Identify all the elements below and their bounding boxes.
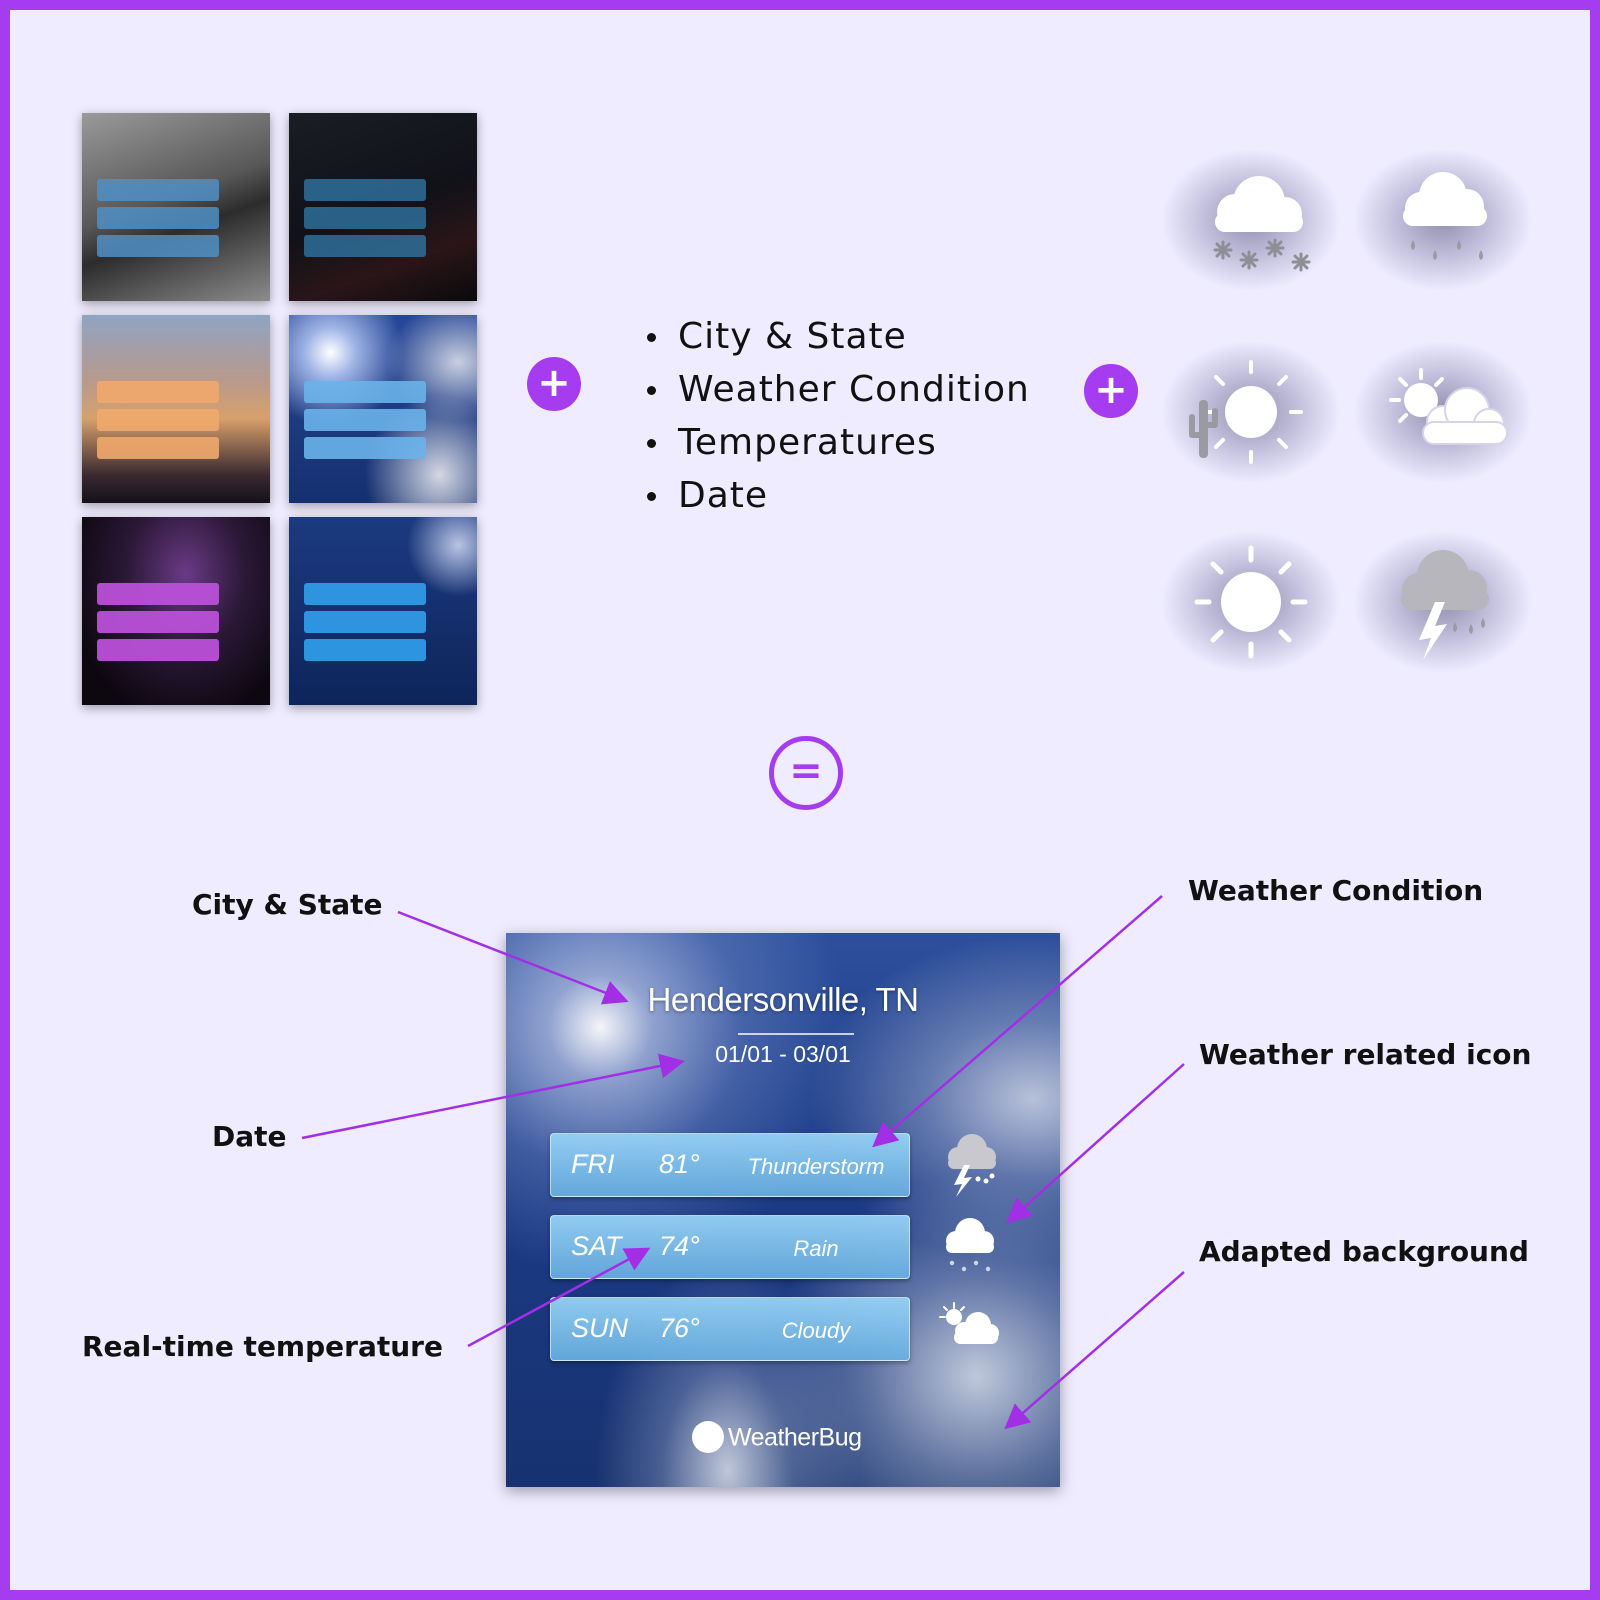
rain-cloud-icon bbox=[1355, 150, 1531, 290]
plus-symbol: + bbox=[527, 357, 581, 411]
tile-bar bbox=[97, 179, 219, 201]
annotation-weather-related-icon: Weather related icon bbox=[1199, 1038, 1532, 1071]
forecast-condition: Rain bbox=[793, 1236, 839, 1261]
tile-bar bbox=[304, 409, 426, 431]
background-tile-clear-blue bbox=[289, 517, 477, 705]
thunderstorm-icon bbox=[948, 1134, 996, 1197]
data-point-item: City & State bbox=[642, 310, 1030, 363]
snow-cloud-icon bbox=[1163, 150, 1339, 290]
partly-cloudy-icon bbox=[939, 1302, 999, 1344]
forecast-temp: 74° bbox=[659, 1231, 700, 1261]
annotation-date: Date bbox=[212, 1120, 287, 1153]
background-tile-rain-night bbox=[289, 113, 477, 301]
thunderstorm-icon bbox=[1355, 532, 1531, 672]
tile-bar bbox=[97, 639, 219, 661]
weather-widget: Hendersonville, TN 01/01 - 03/01 FRI 81°… bbox=[506, 933, 1060, 1487]
forecast-day: SAT bbox=[571, 1231, 622, 1261]
sun-icon bbox=[1163, 532, 1339, 672]
forecast-row-sat[interactable]: SAT 74° Rain bbox=[550, 1215, 910, 1279]
weatherbug-bug-icon bbox=[692, 1421, 724, 1453]
forecast-row-sun[interactable]: SUN 76° Cloudy bbox=[550, 1297, 910, 1361]
forecast-temp: 76° bbox=[659, 1313, 700, 1343]
forecast-temp: 81° bbox=[659, 1149, 700, 1179]
tile-bar bbox=[304, 207, 426, 229]
background-tile-sunset bbox=[82, 315, 270, 503]
data-point-item: Temperatures bbox=[642, 416, 1030, 469]
brand-name: WeatherBug bbox=[728, 1423, 862, 1452]
sun-cactus-icon bbox=[1163, 342, 1339, 482]
tile-bar bbox=[97, 207, 219, 229]
annotation-city-state: City & State bbox=[192, 888, 383, 921]
forecast-condition: Thunderstorm bbox=[747, 1154, 885, 1179]
tile-bar bbox=[97, 583, 219, 605]
annotation-adapted-background: Adapted background bbox=[1199, 1235, 1529, 1268]
forecast-condition: Cloudy bbox=[781, 1318, 851, 1343]
tile-bar bbox=[304, 179, 426, 201]
tile-bar bbox=[97, 409, 219, 431]
tile-bar bbox=[304, 381, 426, 403]
equals-symbol: = bbox=[769, 736, 843, 810]
tile-bar bbox=[97, 611, 219, 633]
tile-bar bbox=[304, 235, 426, 257]
background-tile-snow bbox=[82, 113, 270, 301]
weatherbug-logo: WeatherBug bbox=[692, 1421, 862, 1455]
widget-date-range: 01/01 - 03/01 bbox=[715, 1041, 851, 1067]
forecast-day: FRI bbox=[571, 1149, 615, 1179]
annotation-real-time-temperature: Real-time temperature bbox=[82, 1330, 443, 1363]
tile-bar bbox=[97, 381, 219, 403]
widget-city: Hendersonville, TN bbox=[647, 981, 919, 1018]
background-tile-sunny-clouds bbox=[289, 315, 477, 503]
forecast-day: SUN bbox=[571, 1313, 629, 1343]
tile-bar bbox=[97, 437, 219, 459]
widget-divider bbox=[738, 1033, 854, 1035]
background-tile-thunderstorm bbox=[82, 517, 270, 705]
annotation-weather-condition: Weather Condition bbox=[1188, 874, 1484, 907]
tile-bar bbox=[304, 583, 426, 605]
tile-bar bbox=[97, 235, 219, 257]
forecast-row-fri[interactable]: FRI 81° Thunderstorm bbox=[550, 1133, 910, 1197]
tile-bar bbox=[304, 611, 426, 633]
partly-cloudy-icon bbox=[1355, 342, 1531, 482]
rain-cloud-icon bbox=[946, 1218, 994, 1272]
tile-bar bbox=[304, 437, 426, 459]
plus-symbol: + bbox=[1084, 364, 1138, 418]
data-point-item: Date bbox=[642, 469, 1030, 522]
data-points-list: City & State Weather Condition Temperatu… bbox=[642, 310, 1030, 522]
data-point-item: Weather Condition bbox=[642, 363, 1030, 416]
tile-bar bbox=[304, 639, 426, 661]
